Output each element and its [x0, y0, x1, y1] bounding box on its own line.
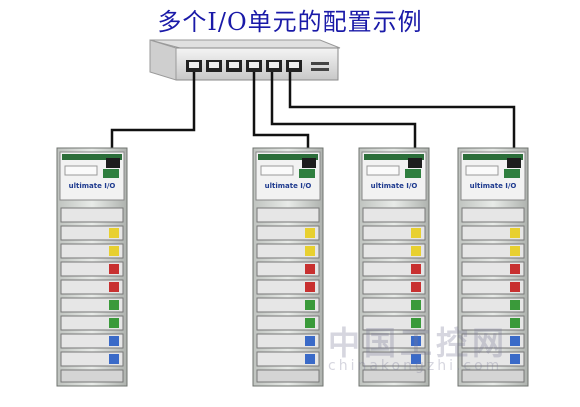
switch-port-2: [206, 60, 222, 72]
brain-label: ultimate I/O: [371, 182, 418, 190]
watermark-cn: 中国工控网: [328, 324, 509, 362]
switch-port-4: [246, 60, 262, 72]
cable-1: [110, 72, 196, 158]
ethernet-switch: [149, 39, 341, 81]
io-rack-1: ultimate I/O: [56, 147, 128, 387]
switch-port-3: [226, 60, 242, 72]
rj45-port: [408, 158, 422, 168]
brain-label: ultimate I/O: [470, 182, 517, 190]
watermark: 中国工控网 chinakongzhi.com: [328, 318, 508, 374]
rj45-port: [106, 158, 120, 168]
cable-3: [270, 72, 417, 158]
cable-4: [288, 72, 516, 158]
rj45-port: [507, 158, 521, 168]
cable-2: [252, 72, 310, 158]
io-rack-3: ultimate I/O: [358, 147, 430, 387]
rj45-port: [302, 158, 316, 168]
brain-label: ultimate I/O: [69, 182, 116, 190]
switch-port-5: [266, 60, 282, 72]
switch-port-1: [186, 60, 202, 72]
brain-label: ultimate I/O: [265, 182, 312, 190]
switch-port-6: [286, 60, 302, 72]
io-rack-4: ultimate I/O: [457, 147, 529, 387]
watermark-en: chinakongzhi.com: [328, 358, 503, 374]
switch-indicator-bar-1: [311, 62, 329, 65]
switch-indicator-bar-2: [311, 68, 329, 71]
page-title: 多个I/O单元的配置示例: [157, 8, 423, 36]
io-rack-2: ultimate I/O: [252, 147, 324, 387]
